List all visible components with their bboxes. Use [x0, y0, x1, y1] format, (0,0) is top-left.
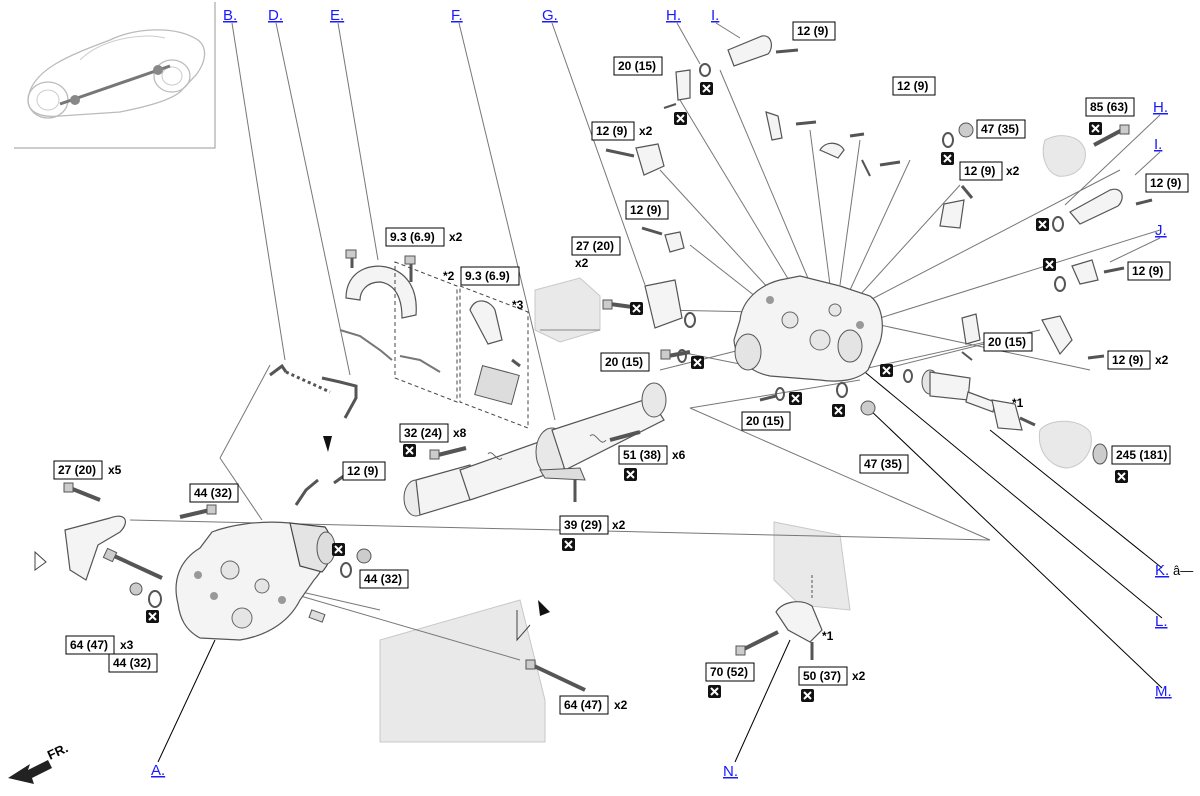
torque-label: 20 (15)	[746, 414, 784, 428]
replace-part-icon	[691, 356, 704, 369]
torque-label: 12 (9)	[1112, 353, 1143, 367]
torque-label: 39 (29)	[564, 518, 602, 532]
callout-m-link[interactable]: M.	[1155, 683, 1172, 700]
callout-b-link[interactable]: B.	[223, 7, 237, 24]
torque-labels: 27 (20) x5 44 (32) 64 (47) x3 44 (32) 44…	[53, 21, 1189, 715]
replace-part-icon	[630, 302, 643, 315]
replace-part-icon	[1036, 218, 1049, 231]
callout-n-link[interactable]: N.	[723, 763, 738, 780]
callout-h-link-right[interactable]: H.	[1153, 99, 1168, 116]
torque-label: 12 (9)	[797, 24, 828, 38]
footnote-marks: *2 *3 *1 *1	[443, 269, 1024, 643]
callout-l-link[interactable]: L.	[1155, 613, 1168, 630]
heat-shields	[339, 249, 529, 429]
torque-label: 44 (32)	[194, 486, 232, 500]
multiplier-label: x3	[120, 638, 134, 652]
callout-i-link-right[interactable]: I.	[1154, 136, 1162, 153]
callout-k-link[interactable]: K.	[1155, 562, 1169, 579]
torque-label: 20 (15)	[988, 335, 1026, 349]
replace-part-icon	[332, 543, 345, 556]
replace-part-icon	[700, 82, 713, 95]
replace-part-icon	[880, 364, 893, 377]
front-label: FR.	[45, 740, 70, 762]
torque-label: 12 (9)	[1132, 264, 1163, 278]
multiplier-label: x2	[449, 230, 463, 244]
replace-part-icon	[562, 538, 575, 551]
replace-part-icon	[1089, 122, 1102, 135]
rear-differential	[602, 35, 974, 382]
replace-part-icon	[624, 468, 637, 481]
torque-label: 12 (9)	[630, 203, 661, 217]
torque-label: 70 (52)	[710, 665, 748, 679]
torque-label: 64 (47)	[564, 698, 602, 712]
torque-label: 32 (24)	[404, 426, 442, 440]
multiplier-label: x2	[639, 124, 653, 138]
multiplier-label: x5	[108, 463, 122, 477]
note-mark: *2	[443, 269, 455, 283]
multiplier-label: x6	[672, 448, 686, 462]
multiplier-label: x2	[612, 518, 626, 532]
replace-part-icon	[1043, 258, 1056, 271]
right-side-parts	[540, 124, 1153, 660]
replace-marks	[146, 82, 1128, 702]
torque-label: 9.3 (6.9)	[390, 230, 435, 244]
multiplier-label: x2	[1155, 353, 1169, 367]
multiplier-label: x2	[614, 698, 628, 712]
torque-label: 27 (20)	[576, 239, 614, 253]
callout-e-link[interactable]: E.	[330, 7, 344, 24]
note-mark: *1	[822, 629, 834, 643]
callout-g-link[interactable]: G.	[542, 7, 558, 24]
torque-label: 12 (9)	[1150, 176, 1181, 190]
note-mark: *1	[1012, 396, 1024, 410]
replace-part-icon	[403, 444, 416, 457]
torque-label: 12 (9)	[596, 124, 627, 138]
replace-part-icon	[941, 152, 954, 165]
replace-part-icon	[801, 689, 814, 702]
torque-label: 12 (9)	[347, 464, 378, 478]
torque-label: 245 (181)	[1116, 448, 1167, 462]
callout-a-link[interactable]: A.	[151, 762, 165, 779]
torque-label: 44 (32)	[113, 656, 151, 670]
callout-d-link[interactable]: D.	[268, 7, 283, 24]
front-direction-arrow-icon: FR.	[8, 740, 70, 784]
torque-label: 64 (47)	[70, 638, 108, 652]
propeller-shaft	[403, 349, 691, 517]
replace-part-icon	[832, 404, 845, 417]
callout-j-link[interactable]: J.	[1155, 222, 1167, 239]
replace-part-icon	[1115, 470, 1128, 483]
torque-label: 51 (38)	[623, 448, 661, 462]
torque-label: 20 (15)	[618, 59, 656, 73]
replace-part-icon	[789, 392, 802, 405]
callout-links: B. D. E. F. G. H. I. H. I. J. K. â— L. M…	[151, 7, 1193, 780]
torque-label: 50 (37)	[803, 669, 841, 683]
callout-i-link-top[interactable]: I.	[711, 7, 719, 24]
torque-label: 12 (9)	[964, 164, 995, 178]
ghost-parts	[379, 135, 1092, 743]
replace-part-icon	[674, 112, 687, 125]
note-mark: *3	[512, 298, 524, 312]
torque-label: 85 (63)	[1090, 100, 1128, 114]
link-rods	[269, 363, 358, 506]
torque-label: 47 (35)	[864, 457, 902, 471]
callout-leaders	[157, 22, 1163, 763]
vehicle-locator-inset	[14, 2, 216, 149]
replace-part-icon	[708, 685, 721, 698]
multiplier-label: x2	[1006, 164, 1020, 178]
callout-f-link[interactable]: F.	[451, 7, 463, 24]
callout-h-link-top[interactable]: H.	[666, 7, 681, 24]
torque-label: 44 (32)	[364, 572, 402, 586]
multiplier-label: x2	[575, 256, 589, 270]
transfer-case-assembly	[34, 482, 586, 692]
multiplier-label: x2	[852, 669, 866, 683]
torque-label: 9.3 (6.9)	[465, 269, 510, 283]
torque-label: 27 (20)	[58, 463, 96, 477]
torque-label: 12 (9)	[897, 79, 928, 93]
torque-label: 47 (35)	[981, 122, 1019, 136]
torque-label: 20 (15)	[605, 355, 643, 369]
replace-part-icon	[146, 610, 159, 623]
callout-k-extra: â—	[1173, 563, 1193, 578]
multiplier-label: x8	[453, 426, 467, 440]
